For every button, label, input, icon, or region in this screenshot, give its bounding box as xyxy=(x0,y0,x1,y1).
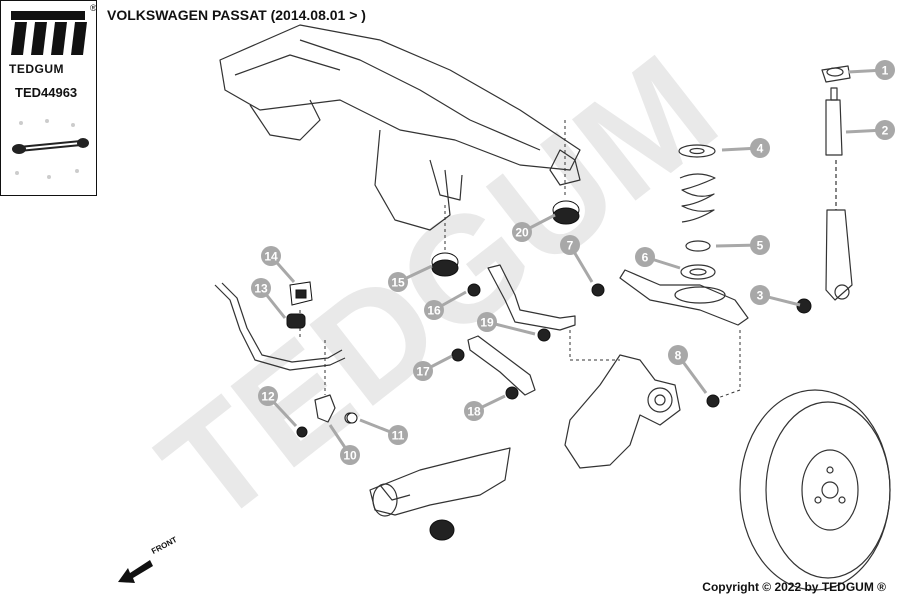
bushing-18 xyxy=(505,386,519,400)
callout-12: 12 xyxy=(258,386,298,428)
trailing-arm xyxy=(369,447,511,517)
callout-number-1: 1 xyxy=(882,64,889,78)
callout-circle-1 xyxy=(875,60,895,80)
callout-number-19: 19 xyxy=(480,316,494,330)
callout-circle-19 xyxy=(477,312,497,332)
coil-spring xyxy=(678,144,716,280)
callout-6: 6 xyxy=(635,247,681,270)
bushing-20 xyxy=(552,200,580,225)
callout-circle-17 xyxy=(413,361,433,381)
bushing-16 xyxy=(467,283,481,297)
callout-circle-18 xyxy=(464,401,484,421)
callout-circle-13 xyxy=(251,278,271,298)
callout-number-16: 16 xyxy=(427,304,441,318)
callout-number-10: 10 xyxy=(343,449,357,463)
callout-7: 7 xyxy=(560,235,594,283)
callout-number-18: 18 xyxy=(467,405,481,419)
callout-1: 1 xyxy=(847,60,895,80)
callout-14: 14 xyxy=(261,246,296,283)
callout-13: 13 xyxy=(251,278,287,319)
bushing-17 xyxy=(451,348,465,362)
callout-4: 4 xyxy=(721,138,770,158)
callout-circle-16 xyxy=(424,300,444,320)
callout-8: 8 xyxy=(668,345,708,394)
callout-19: 19 xyxy=(477,312,536,336)
callout-circle-7 xyxy=(560,235,580,255)
callout-number-14: 14 xyxy=(264,250,278,264)
callout-circle-10 xyxy=(340,445,360,465)
callout-number-7: 7 xyxy=(567,239,574,253)
callout-number-11: 11 xyxy=(392,429,405,443)
callout-circle-11 xyxy=(388,425,408,445)
callout-number-13: 13 xyxy=(254,282,268,296)
callout-circle-15 xyxy=(388,272,408,292)
bushing-19 xyxy=(537,328,551,342)
registered-mark: ® xyxy=(90,3,97,13)
tedgum-logo-icon xyxy=(11,11,87,55)
callout-number-4: 4 xyxy=(757,142,764,156)
shock-absorber xyxy=(825,87,853,301)
callout-11: 11 xyxy=(359,418,408,445)
stabilizer-bar xyxy=(214,282,346,371)
callout-10: 10 xyxy=(328,424,360,465)
lower-link xyxy=(467,335,536,396)
lower-spring-arm xyxy=(619,269,749,326)
callout-number-17: 17 xyxy=(416,365,430,379)
callout-circle-12 xyxy=(258,386,278,406)
callout-3: 3 xyxy=(750,285,801,307)
logo-panel: ® TEDGUM TED44963 xyxy=(0,0,97,196)
callout-number-3: 3 xyxy=(757,289,764,303)
callout-number-8: 8 xyxy=(675,349,682,363)
callout-circle-6 xyxy=(635,247,655,267)
bushing-trailing xyxy=(429,519,455,541)
callout-15: 15 xyxy=(388,264,433,292)
bushing-3 xyxy=(796,298,812,314)
callout-number-15: 15 xyxy=(391,276,405,290)
rear-subframe xyxy=(219,24,581,231)
copyright-notice: Copyright © 2022 by TEDGUM ® xyxy=(702,580,886,594)
callout-16: 16 xyxy=(424,290,467,320)
callout-5: 5 xyxy=(715,235,770,255)
part-number: TED44963 xyxy=(15,85,78,100)
top-mount xyxy=(821,65,851,83)
page-title: VOLKSWAGEN PASSAT (2014.08.01 > ) xyxy=(107,7,366,23)
callout-2: 2 xyxy=(845,120,895,140)
callout-circle-14 xyxy=(261,246,281,266)
wheel xyxy=(739,389,891,591)
bushing-7 xyxy=(591,283,605,297)
callout-circle-20 xyxy=(512,222,532,242)
callout-number-20: 20 xyxy=(515,226,529,240)
front-arrow-icon xyxy=(118,560,153,583)
bushing-12 xyxy=(296,426,308,438)
callout-18: 18 xyxy=(464,394,506,421)
callout-20: 20 xyxy=(512,213,556,242)
upper-control-arm xyxy=(487,264,576,331)
brand-name: TEDGUM xyxy=(9,62,64,76)
callout-number-6: 6 xyxy=(642,251,649,265)
callout-number-5: 5 xyxy=(757,239,764,253)
wheel-carrier xyxy=(564,354,681,469)
callout-circle-2 xyxy=(875,120,895,140)
callout-number-2: 2 xyxy=(882,124,889,138)
callout-circle-4 xyxy=(750,138,770,158)
callout-17: 17 xyxy=(413,354,453,381)
bracket-14 xyxy=(289,281,313,306)
bushing-11 xyxy=(346,412,358,424)
callout-circle-8 xyxy=(668,345,688,365)
callout-circle-5 xyxy=(750,235,770,255)
bushing-8 xyxy=(706,394,720,408)
bushing-13 xyxy=(286,313,306,329)
callout-circle-3 xyxy=(750,285,770,305)
callout-number-12: 12 xyxy=(261,390,275,404)
bushing-15 xyxy=(431,252,459,277)
part-thumbnail xyxy=(12,119,89,179)
